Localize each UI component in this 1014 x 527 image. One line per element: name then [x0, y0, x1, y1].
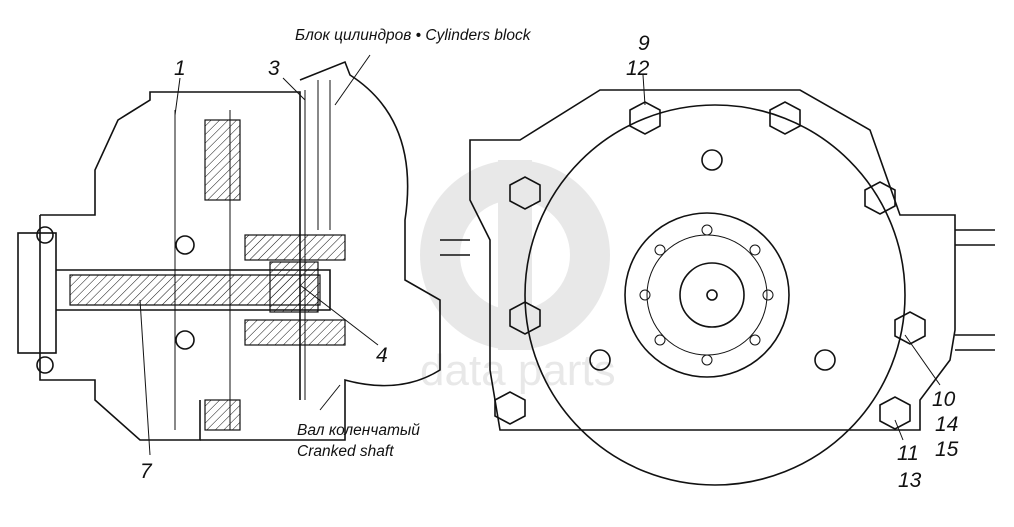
callout-10: 10: [932, 388, 956, 411]
flywheel-housing-face: [440, 89, 995, 486]
callout-14: 14: [935, 413, 958, 436]
callout-7: 7: [140, 460, 153, 483]
callout-1: 1: [174, 57, 186, 80]
callout-13: 13: [898, 469, 922, 492]
watermark-text: data parts: [420, 346, 616, 395]
callout-9: 9: [638, 32, 650, 55]
callout-11: 11: [897, 442, 919, 465]
caption-cylinders-block: Блок цилиндров • Cylinders block: [295, 27, 532, 44]
callout-3: 3: [268, 57, 280, 80]
caption-crankshaft-ru: Вал коленчатый: [297, 422, 420, 439]
callout-4: 4: [376, 344, 388, 367]
caption-crankshaft-en: Cranked shaft: [297, 443, 394, 460]
leader-lines: [139, 54, 941, 456]
watermark-logo: data parts: [420, 160, 616, 395]
clutch-housing-section: [17, 60, 441, 441]
callout-15: 15: [935, 438, 959, 461]
callout-12: 12: [626, 57, 650, 80]
